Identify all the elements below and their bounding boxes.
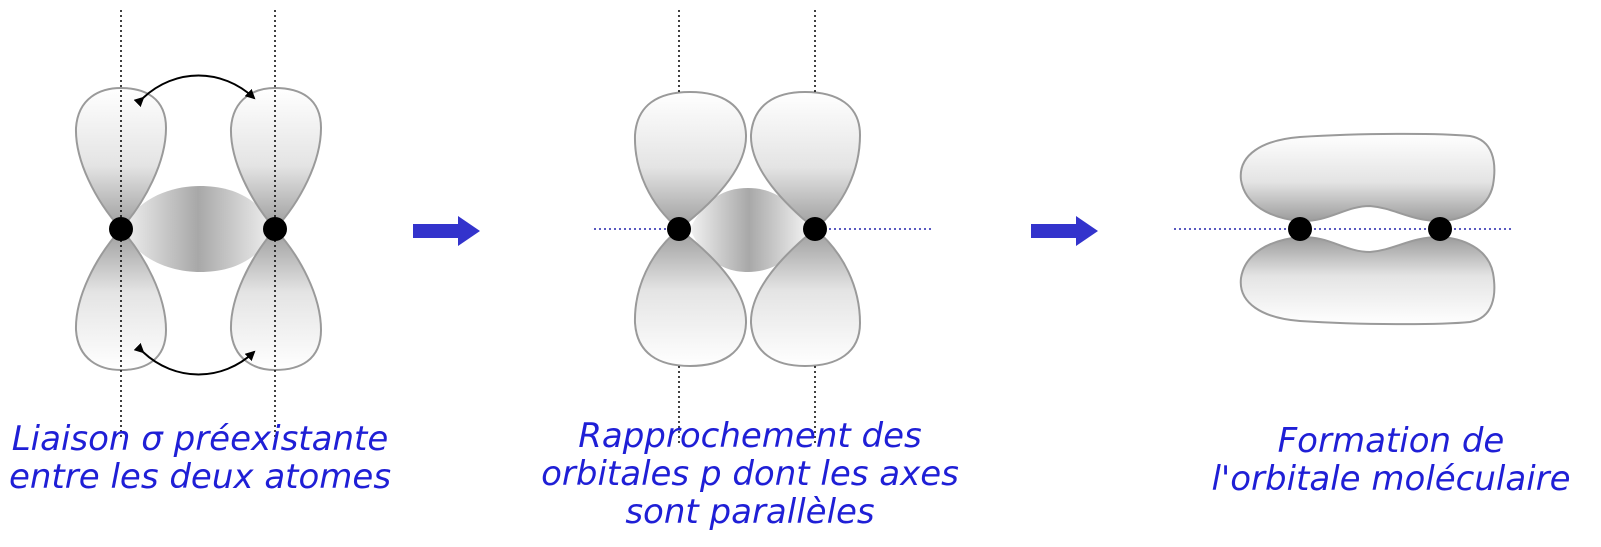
p-orbital-lobe	[633, 227, 748, 368]
panel-2-approach	[594, 10, 932, 445]
sigma-bond-region	[690, 188, 808, 272]
caption-line: Formation de	[1277, 421, 1505, 461]
nucleus	[1428, 217, 1452, 241]
nucleus	[667, 217, 691, 241]
panel-3-molecular-orbital	[1174, 132, 1512, 326]
pi-orbital-lobe	[1239, 132, 1496, 223]
nucleus	[803, 217, 827, 241]
caption-line: sont parallèles	[625, 492, 875, 532]
curved-double-arrow-icon	[133, 74, 256, 108]
caption-approach: Rapprochement des orbitales p dont les a…	[530, 417, 970, 531]
pi-orbital-lobe	[1239, 235, 1496, 326]
p-orbital-lobe	[749, 90, 862, 231]
caption-line: entre les deux atomes	[8, 457, 392, 497]
p-orbital-lobe	[633, 90, 748, 231]
caption-line: l'orbitale moléculaire	[1211, 459, 1571, 499]
sigma-bond-region	[121, 186, 275, 272]
p-orbital-lobe	[749, 227, 862, 368]
caption-line: Rapprochement des	[578, 416, 922, 456]
nucleus	[1288, 217, 1312, 241]
caption-line: orbitales p dont les axes	[541, 454, 959, 494]
p-orbital-lobe	[229, 86, 323, 231]
p-orbital-lobe	[74, 86, 168, 231]
nucleus	[263, 217, 287, 241]
caption-molecular-orbital: Formation de l'orbitale moléculaire	[1186, 422, 1596, 498]
curved-double-arrow-icon	[133, 342, 256, 376]
nucleus	[109, 217, 133, 241]
right-arrow-icon	[1031, 216, 1098, 246]
right-arrow-icon	[413, 216, 480, 246]
panel-1-sigma-bond	[74, 10, 323, 438]
caption-line: Liaison σ préexistante	[11, 419, 389, 459]
caption-sigma-bond: Liaison σ préexistante entre les deux at…	[0, 420, 400, 496]
